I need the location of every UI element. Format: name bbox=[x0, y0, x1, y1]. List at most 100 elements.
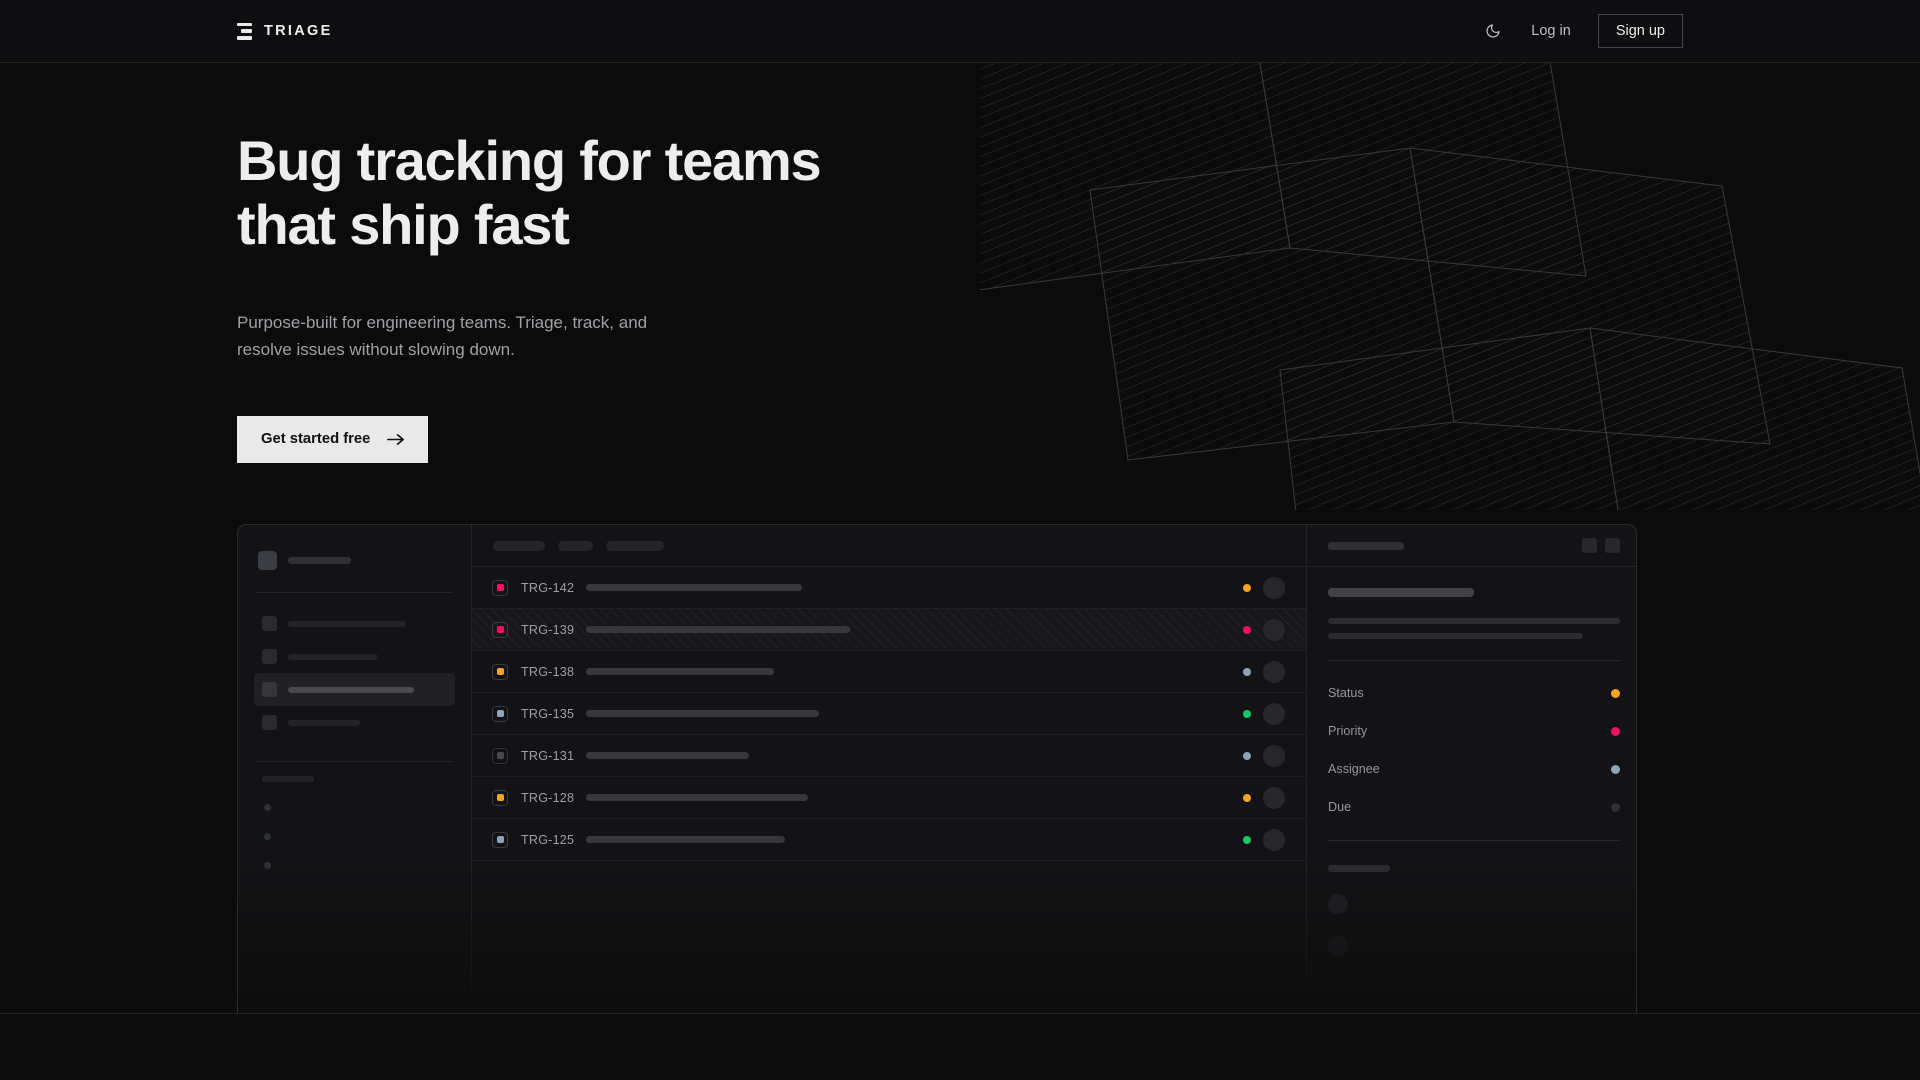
more-options-icon[interactable] bbox=[1605, 538, 1620, 553]
assignee-avatar[interactable] bbox=[1263, 828, 1285, 851]
meta-label: Assignee bbox=[1328, 762, 1380, 776]
table-row[interactable]: TRG-131 bbox=[472, 735, 1306, 777]
filter-chip[interactable] bbox=[606, 540, 664, 551]
signup-button[interactable]: Sign up bbox=[1597, 14, 1683, 48]
priority-badge[interactable] bbox=[492, 621, 508, 638]
assignee-avatar[interactable] bbox=[1263, 660, 1285, 683]
meta-label: Due bbox=[1328, 800, 1352, 814]
priority-badge[interactable] bbox=[492, 831, 508, 848]
status-dot[interactable] bbox=[1243, 583, 1251, 592]
issue-title-placeholder bbox=[586, 710, 819, 717]
filter-chip[interactable] bbox=[558, 540, 593, 551]
brand-logo[interactable]: TRIAGE bbox=[237, 22, 333, 40]
assignee-avatar[interactable] bbox=[1263, 744, 1285, 767]
issue-id: TRG-135 bbox=[521, 706, 575, 721]
priority-badge[interactable] bbox=[492, 789, 508, 806]
meta-label: Status bbox=[1328, 686, 1364, 700]
hero-subheadline: Purpose-built for engineering teams. Tri… bbox=[237, 312, 648, 360]
priority-badge[interactable] bbox=[492, 663, 508, 680]
table-row[interactable]: TRG-125 bbox=[472, 819, 1306, 861]
status-dot[interactable] bbox=[1243, 709, 1251, 718]
row-meta bbox=[1243, 576, 1285, 599]
issue-title-placeholder bbox=[586, 668, 774, 675]
priority-badge[interactable] bbox=[492, 747, 508, 764]
table-row[interactable]: TRG-142 bbox=[472, 567, 1306, 609]
status-dot[interactable] bbox=[1243, 667, 1251, 676]
issue-id: TRG-128 bbox=[521, 790, 575, 805]
detail-meta-status[interactable]: Status bbox=[1328, 686, 1620, 700]
sidebar-project-dot[interactable] bbox=[264, 804, 271, 811]
issue-title-placeholder bbox=[586, 752, 749, 759]
row-meta bbox=[1243, 828, 1285, 851]
priority-badge[interactable] bbox=[492, 579, 508, 596]
sidebar-project-dot[interactable] bbox=[264, 833, 271, 840]
status-dot[interactable] bbox=[1243, 625, 1251, 634]
status-dot[interactable] bbox=[1243, 751, 1251, 760]
page-title: Bug tracking for teams that ship fast bbox=[237, 129, 822, 256]
table-row[interactable]: TRG-135 bbox=[472, 693, 1306, 735]
sidebar-item-label bbox=[288, 653, 378, 660]
section-divider bbox=[0, 1013, 1920, 1014]
expand-icon[interactable] bbox=[1582, 538, 1597, 553]
meta-label: Priority bbox=[1328, 724, 1368, 738]
issue-id: TRG-139 bbox=[521, 622, 575, 637]
table-row[interactable]: TRG-128 bbox=[472, 777, 1306, 819]
assignee-avatar[interactable] bbox=[1263, 618, 1285, 641]
sidebar-nav-item-4[interactable] bbox=[254, 706, 455, 739]
detail-description-line bbox=[1328, 633, 1583, 639]
sidebar-item-label bbox=[288, 719, 360, 726]
assignee-avatar[interactable] bbox=[1263, 786, 1285, 809]
assignee-avatar[interactable] bbox=[1263, 702, 1285, 725]
header-actions: Log in Sign up bbox=[1482, 14, 1683, 48]
issue-id: TRG-131 bbox=[521, 748, 575, 763]
meta-value-dot bbox=[1611, 726, 1620, 736]
detail-header bbox=[1307, 525, 1636, 567]
row-meta bbox=[1243, 744, 1285, 767]
priority-badge[interactable] bbox=[492, 705, 508, 722]
row-meta bbox=[1243, 702, 1285, 725]
hero-decoration bbox=[980, 40, 1920, 510]
filter-chip[interactable] bbox=[493, 540, 545, 551]
meta-value-dot bbox=[1611, 802, 1620, 812]
status-dot[interactable] bbox=[1243, 835, 1251, 844]
row-meta bbox=[1243, 660, 1285, 683]
table-row[interactable]: TRG-138 bbox=[472, 651, 1306, 693]
issue-list-toolbar bbox=[472, 525, 1306, 567]
sidebar-item-label bbox=[288, 686, 414, 693]
sidebar-item-icon bbox=[262, 715, 277, 730]
sidebar-workspace-header[interactable] bbox=[254, 545, 455, 570]
assignee-avatar[interactable] bbox=[1263, 576, 1285, 599]
sidebar-nav-item-3[interactable] bbox=[254, 673, 455, 706]
sidebar-nav-item-1[interactable] bbox=[254, 607, 455, 640]
sidebar-section-label bbox=[262, 776, 314, 782]
moon-icon[interactable] bbox=[1482, 20, 1504, 42]
detail-divider-1 bbox=[1328, 660, 1620, 661]
issue-title-placeholder bbox=[586, 584, 802, 591]
detail-breadcrumb-placeholder bbox=[1328, 541, 1404, 550]
hero-section: Bug tracking for teams that ship fast Pu… bbox=[237, 63, 822, 463]
row-meta bbox=[1243, 618, 1285, 641]
detail-meta-priority[interactable]: Priority bbox=[1328, 724, 1620, 738]
detail-meta-due[interactable]: Due bbox=[1328, 800, 1620, 814]
get-started-button[interactable]: Get started free bbox=[237, 415, 429, 463]
issue-title-placeholder bbox=[586, 794, 808, 801]
sidebar-item-label bbox=[288, 620, 406, 627]
brand-name: TRIAGE bbox=[264, 23, 333, 39]
sidebar-nav-item-2[interactable] bbox=[254, 640, 455, 673]
status-dot[interactable] bbox=[1243, 793, 1251, 802]
table-row[interactable]: TRG-139 bbox=[472, 609, 1306, 651]
workspace-name-placeholder bbox=[288, 557, 351, 564]
sidebar-divider-top bbox=[256, 592, 453, 593]
get-started-label: Get started free bbox=[261, 431, 371, 448]
comment-avatar[interactable] bbox=[1328, 894, 1348, 914]
detail-meta-assignee[interactable]: Assignee bbox=[1328, 762, 1620, 776]
sidebar-project-dot[interactable] bbox=[264, 862, 271, 869]
comment-avatar[interactable] bbox=[1328, 936, 1348, 956]
sidebar-item-icon bbox=[262, 682, 277, 697]
issue-title-placeholder bbox=[586, 836, 785, 843]
login-link[interactable]: Log in bbox=[1531, 23, 1571, 39]
